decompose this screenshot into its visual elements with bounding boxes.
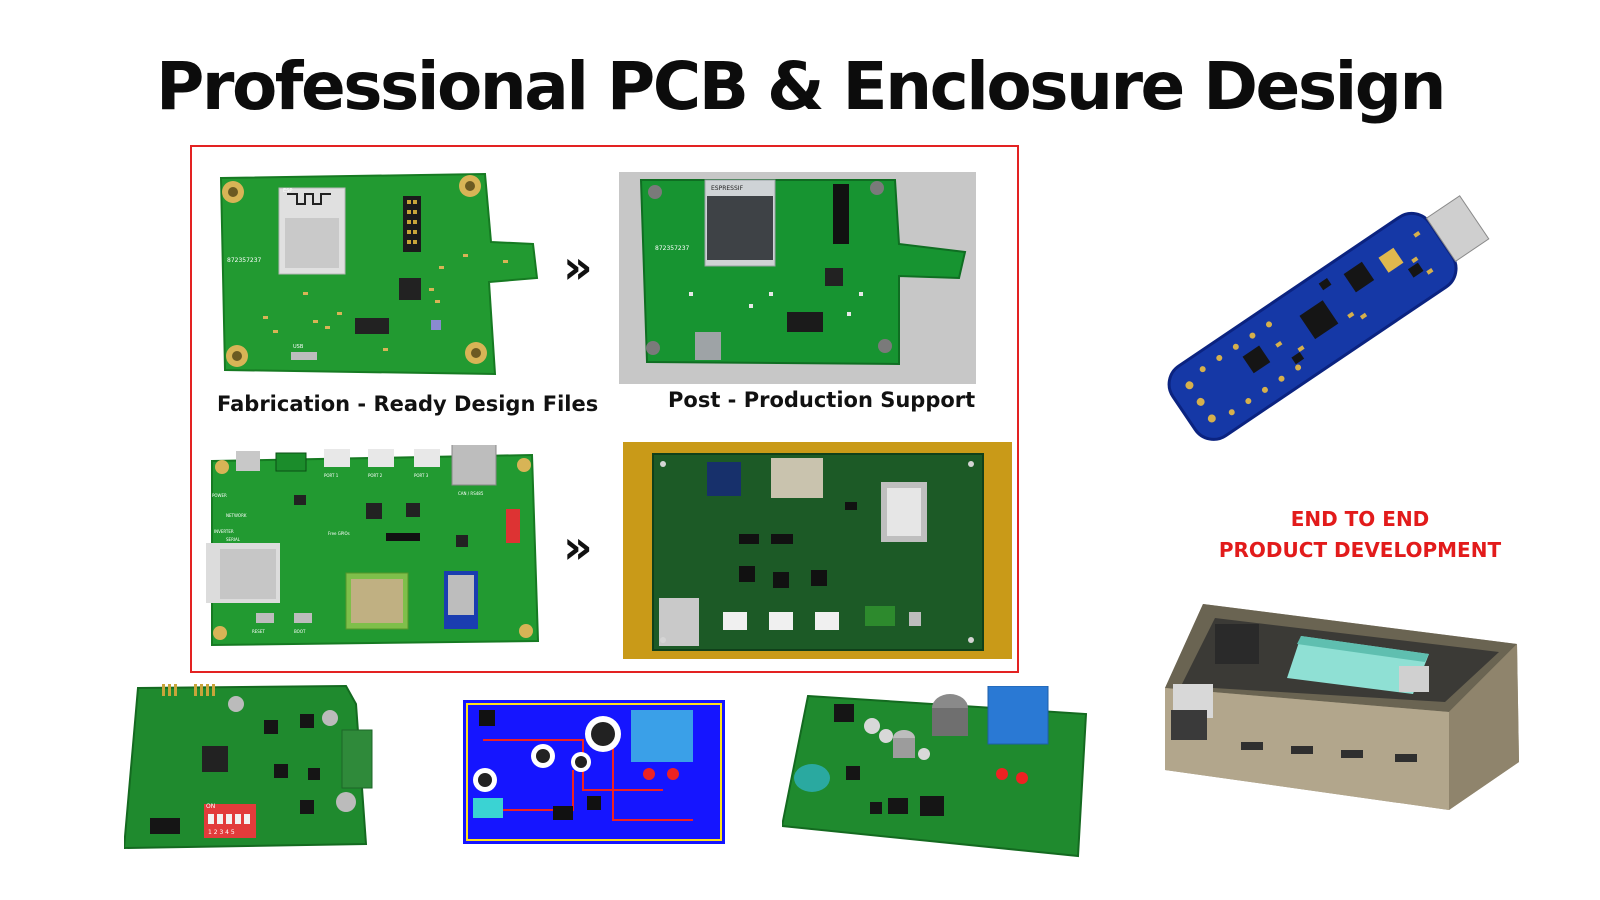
page-title: Professional PCB & Enclosure Design [156,48,1446,125]
gateway-board-render-image: PORT 1 PORT 2 PORT 3 CAN / RS485 POWER N… [206,445,542,653]
free-gpios-silkscreen: Free GPIOs [328,531,350,536]
board-id-photo-silkscreen: 872357237 [655,245,690,252]
serial-led-silkscreen: SERIAL [226,537,241,542]
esp-board-photo-image: ESPRESSIF 872357237 [619,172,976,384]
power-board-render-image [782,686,1088,858]
esp-board-render-image: ESP 872357237 USB [213,170,543,378]
chevron-right-double-icon: » [563,520,593,574]
blue-layout-view-image [463,700,725,844]
network-led-silkscreen: NETWORK [226,513,247,518]
port2-silkscreen: PORT 2 [368,473,383,478]
can-silkscreen: CAN / RS485 [458,491,484,496]
port3-silkscreen: PORT 3 [414,473,429,478]
port1-silkscreen: PORT 1 [324,473,339,478]
dip-switch-board-render-image: ON 1 2 3 4 5 [124,684,374,852]
espressif-silkscreen: ESPRESSIF [711,185,744,192]
inverter-led-silkscreen: INVERTER [214,529,234,534]
boot-silkscreen: BOOT [294,629,306,634]
assembled-board-photo-image [623,442,1012,659]
board-id-silkscreen: 872357237 [227,257,262,264]
end-to-end-label-line2: PRODUCT DEVELOPMENT [1218,538,1502,562]
power-led-silkscreen: POWER [212,493,227,498]
fabrication-caption: Fabrication - Ready Design Files [217,392,599,416]
reset-silkscreen: RESET [252,629,265,634]
end-to-end-label-line1: END TO END [1290,507,1430,531]
blue-stick-pcb-image [1140,168,1510,468]
showcase-frame [190,145,1019,673]
chevron-right-double-icon: » [563,240,593,294]
usb-silkscreen: USB [293,344,304,350]
enclosure-render-image [1163,602,1523,812]
post-production-caption: Post - Production Support [668,388,976,412]
esp-silkscreen: ESP [283,188,292,194]
dip-on-silkscreen: ON [206,803,215,810]
dip-numbers-silkscreen: 1 2 3 4 5 [208,829,235,836]
